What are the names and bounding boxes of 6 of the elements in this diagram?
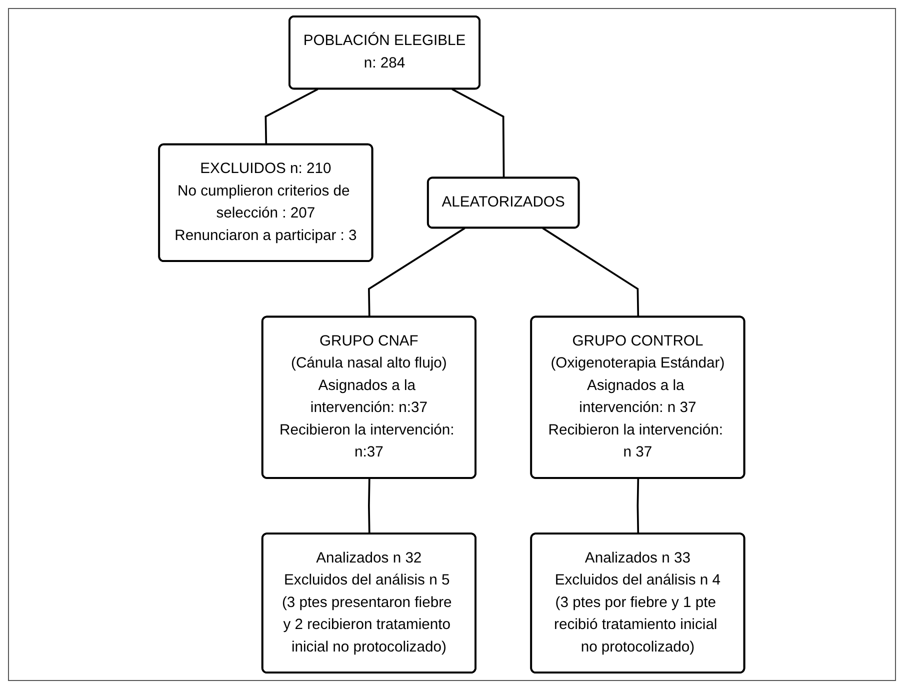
connector <box>265 88 319 145</box>
connector <box>637 478 640 534</box>
connector <box>452 88 505 178</box>
connector <box>368 227 466 318</box>
connector <box>542 227 640 318</box>
connector <box>368 478 371 534</box>
